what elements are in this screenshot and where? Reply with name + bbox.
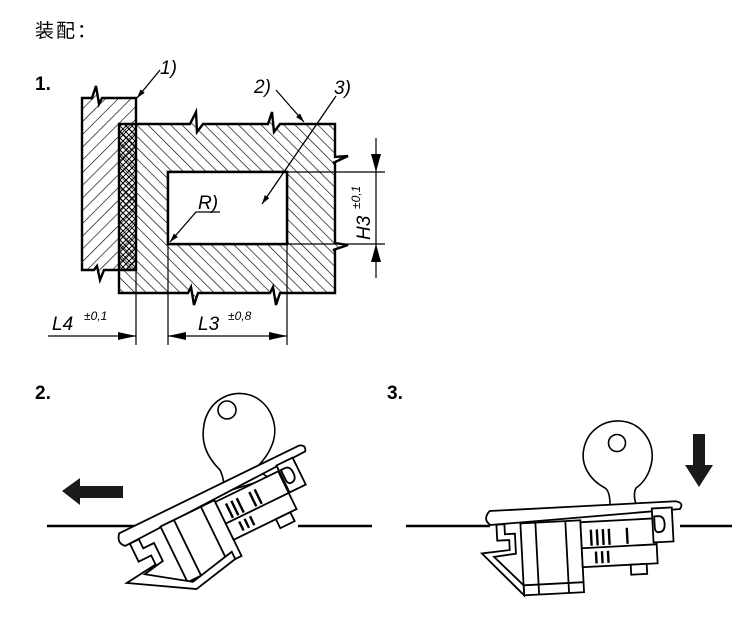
key-icon-3 (582, 420, 653, 506)
step2-illustration (47, 392, 372, 590)
l4-label: L4 (52, 314, 73, 335)
page-title: 装配： (35, 20, 99, 42)
callout-2-leader (275, 89, 305, 123)
callout-1-label: 1) (160, 58, 177, 79)
l4-tolerance: ±0,1 (84, 309, 107, 323)
step-number-3: 3. (387, 383, 403, 404)
step-number-1: 1. (35, 74, 51, 95)
h3-tolerance: ±0,1 (349, 186, 363, 209)
step-number-2: 2. (35, 383, 51, 404)
arrow-down-icon (685, 434, 713, 487)
callout-3-leader (261, 95, 337, 205)
seal-strip (118, 123, 137, 271)
step3-illustration (406, 420, 732, 598)
arrow-left-icon (62, 478, 123, 505)
l3-label: L3 (198, 314, 220, 335)
callout-r-label: R) (198, 193, 218, 214)
callout-2-label: 2) (253, 77, 271, 98)
l3-tolerance: ±0,8 (228, 309, 252, 323)
callout-r-leader (169, 211, 220, 243)
h3-label: H3 (354, 215, 375, 240)
section-drawing (48, 69, 385, 345)
callout-3-label: 3) (334, 78, 351, 99)
callout-1-leader (136, 69, 161, 99)
cutout-opening (166, 170, 289, 246)
